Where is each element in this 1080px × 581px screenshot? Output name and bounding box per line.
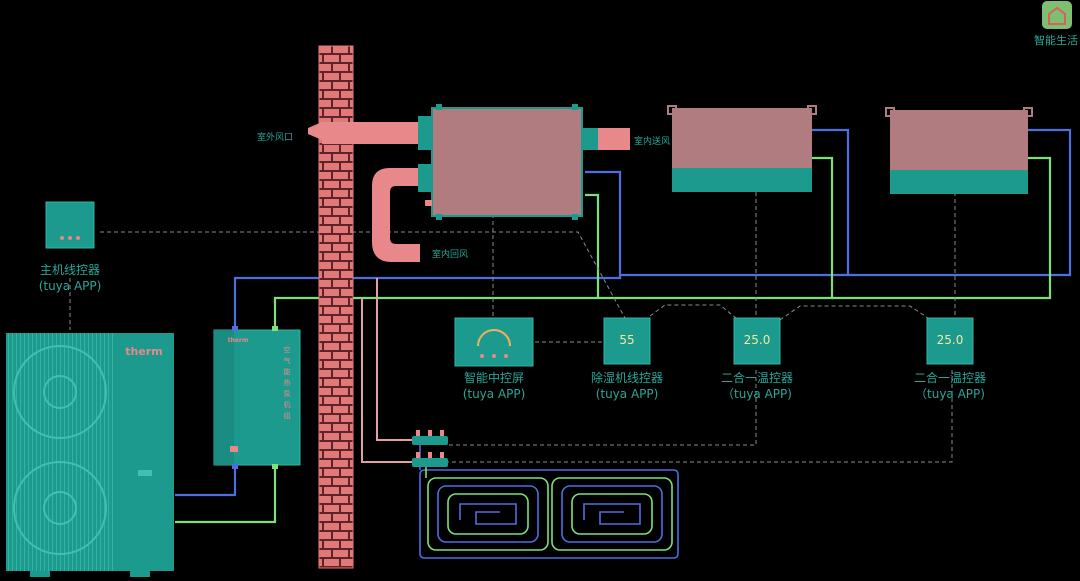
hydro-module-char: 泵	[284, 390, 291, 398]
thermostat-b-display: 25.0	[937, 333, 964, 347]
fan-coil-unit-2	[885, 107, 1033, 194]
main-controller-device	[45, 201, 95, 249]
hydro-module-char: 热	[284, 378, 291, 387]
indoor-supply-label: 室内送风	[634, 135, 670, 147]
indoor-return-label: 室内回风	[432, 248, 468, 260]
thermostat-b-device	[926, 317, 974, 365]
main-controller-title: 主机线控器	[40, 263, 100, 277]
hydro-module-char: 能	[284, 367, 291, 376]
air-ducts	[308, 116, 630, 262]
outdoor-vent-label: 室外风口	[257, 131, 293, 143]
hydro-module-char: 组	[284, 411, 291, 420]
water-pipes	[175, 128, 1072, 524]
hydro-module	[213, 326, 301, 469]
thermostat-b-title: 二合一温控器	[914, 370, 986, 385]
smart-screen-device	[454, 317, 534, 367]
dehumid-title: 除湿机线控器	[591, 370, 663, 385]
fan-coil-unit-1	[667, 105, 817, 192]
fresh-air-unit	[425, 104, 583, 220]
main-controller-subtitle: (tuya APP)	[39, 279, 102, 293]
thermostat-a-display: 25.0	[744, 333, 771, 347]
smart-screen-title: 智能中控屏	[464, 370, 524, 385]
thermostat-a-title: 二合一温控器	[721, 370, 793, 385]
hydro-module-char: 机	[284, 400, 291, 409]
heat-pump-brand: therm	[125, 345, 162, 358]
floor-heating-coils	[419, 440, 679, 559]
thermostat-b-subtitle: （tuya APP)	[915, 387, 985, 401]
smart-life-label[interactable]: 智能生活	[1034, 33, 1078, 47]
smart-life-house-icon[interactable]	[1042, 1, 1072, 29]
dehumid-display: 55	[619, 333, 634, 347]
dehumidifier-controller-device	[603, 317, 651, 365]
heat-pump-outdoor-unit	[6, 333, 174, 577]
control-wiring	[69, 192, 956, 463]
smart-screen-subtitle: (tuya APP)	[463, 387, 526, 401]
hydro-module-char: 气	[284, 356, 291, 365]
floor-heating-manifold	[412, 430, 448, 467]
dehumid-subtitle: (tuya APP)	[596, 387, 659, 401]
hydro-module-brand: therm	[228, 337, 248, 344]
thermostat-a-device	[733, 317, 781, 365]
hydro-module-char: 空	[284, 345, 291, 354]
thermostat-a-subtitle: （tuya APP)	[722, 387, 792, 401]
